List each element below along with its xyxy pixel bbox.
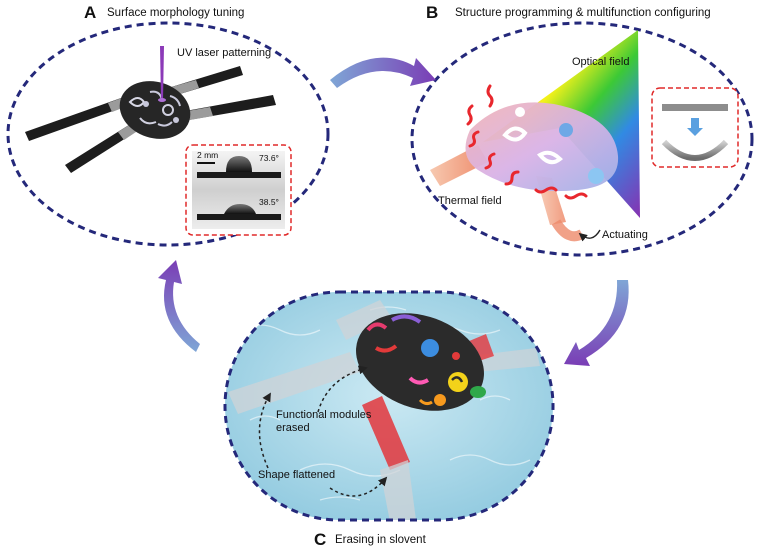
panel-b-title: Structure programming & multifunction co…: [455, 7, 711, 19]
bending-inset: [651, 87, 739, 168]
panel-b: [410, 21, 754, 257]
panel-b-dashed-border: [410, 21, 754, 257]
cycle-arrow-b-to-c: [564, 280, 629, 366]
thermal-field-label: Thermal field: [438, 195, 502, 207]
robot-arms-a: [25, 66, 276, 173]
cycle-arrow-a-to-b: [330, 57, 436, 88]
optical-field-label: Optical field: [572, 56, 630, 68]
uv-laser-label: UV laser patterning: [177, 47, 272, 59]
annotation-arrows-c: [258, 365, 388, 497]
panel-a-dashed-border: [6, 21, 330, 247]
panel-a-letter: A: [84, 3, 97, 22]
panel-b-letter: B: [426, 3, 439, 22]
thermal-field-waves: [466, 84, 588, 200]
cycle-arrows: [158, 57, 629, 366]
functional-modules-label-line1: Functional modules: [276, 409, 372, 421]
panel-c-dashed-border: [223, 290, 555, 522]
panel-c-letter: C: [314, 530, 327, 549]
contact-angle-inset: [185, 144, 292, 236]
uv-laser-beam: [158, 46, 166, 102]
cycle-arrow-c-to-a: [158, 260, 200, 352]
panel-a: [6, 21, 330, 247]
actuating-label: Actuating: [602, 229, 648, 241]
contact-angle-bottom: 38.5°: [259, 197, 279, 207]
panel-a-title: Surface morphology tuning: [107, 7, 245, 19]
scale-bar-label: 2 mm: [197, 150, 219, 160]
shape-flattened-label: Shape flattened: [258, 469, 336, 481]
panel-c: [223, 290, 555, 522]
robot-body-a: [119, 81, 191, 139]
functional-modules-label-line2: erased: [276, 422, 310, 434]
robot-body-b: [465, 102, 619, 192]
panel-c-title: Erasing in slovent: [335, 534, 426, 546]
actuating-arrow: [578, 229, 601, 242]
robot-body-c: [356, 313, 486, 411]
contact-angle-top: 73.6°: [259, 153, 279, 163]
